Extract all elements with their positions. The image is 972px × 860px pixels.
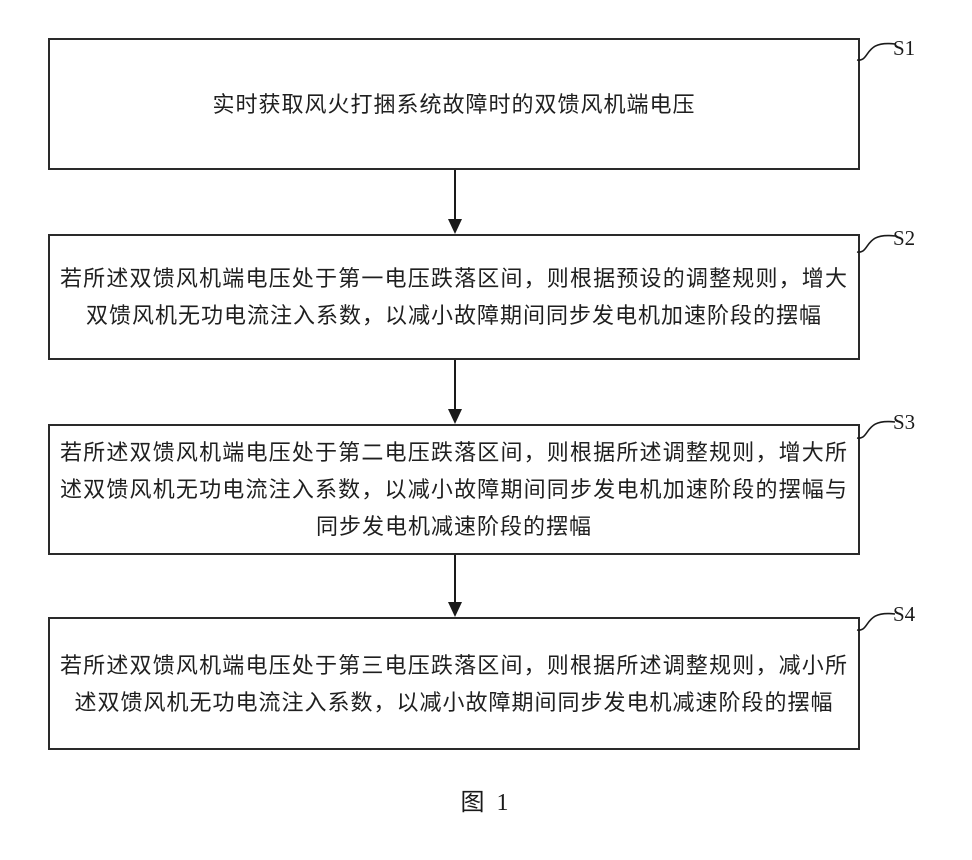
arrow-head-icon	[448, 409, 462, 424]
flow-arrow-2	[448, 360, 462, 424]
flowchart-step-2-box: 若所述双馈风机端电压处于第一电压跌落区间，则根据预设的调整规则，增大双馈风机无功…	[48, 234, 860, 360]
step-4-text: 若所述双馈风机端电压处于第三电压跌落区间，则根据所述调整规则，减小所述双馈风机无…	[60, 652, 848, 715]
step-1-leader-curve-icon	[855, 30, 897, 64]
step-2-leader-curve-icon	[855, 222, 897, 256]
step-4-leader-curve-icon	[855, 600, 897, 634]
step-3-text: 若所述双馈风机端电压处于第二电压跌落区间，则根据所述调整规则，增大所述双馈风机无…	[60, 440, 848, 539]
step-3-leader-curve-icon	[855, 408, 897, 442]
arrow-head-icon	[448, 602, 462, 617]
flowchart-step-1-box: 实时获取风火打捆系统故障时的双馈风机端电压	[48, 38, 860, 170]
flow-arrow-3	[448, 555, 462, 617]
step-3-label: S3	[893, 410, 916, 434]
arrow-shaft	[454, 360, 456, 409]
arrow-shaft	[454, 555, 456, 602]
arrow-head-icon	[448, 219, 462, 234]
step-2-label: S2	[893, 226, 916, 250]
step-1-label: S1	[893, 36, 916, 60]
step-4-label: S4	[893, 602, 916, 626]
arrow-shaft	[454, 170, 456, 219]
step-1-text: 实时获取风火打捆系统故障时的双馈风机端电压	[212, 91, 696, 117]
figure-caption: 图 1	[460, 790, 512, 816]
flowchart-step-4-box: 若所述双馈风机端电压处于第三电压跌落区间，则根据所述调整规则，减小所述双馈风机无…	[48, 617, 860, 750]
step-2-text: 若所述双馈风机端电压处于第一电压跌落区间，则根据预设的调整规则，增大双馈风机无功…	[60, 266, 848, 328]
flow-arrow-1	[448, 170, 462, 234]
flowchart-step-3-box: 若所述双馈风机端电压处于第二电压跌落区间，则根据所述调整规则，增大所述双馈风机无…	[48, 424, 860, 555]
